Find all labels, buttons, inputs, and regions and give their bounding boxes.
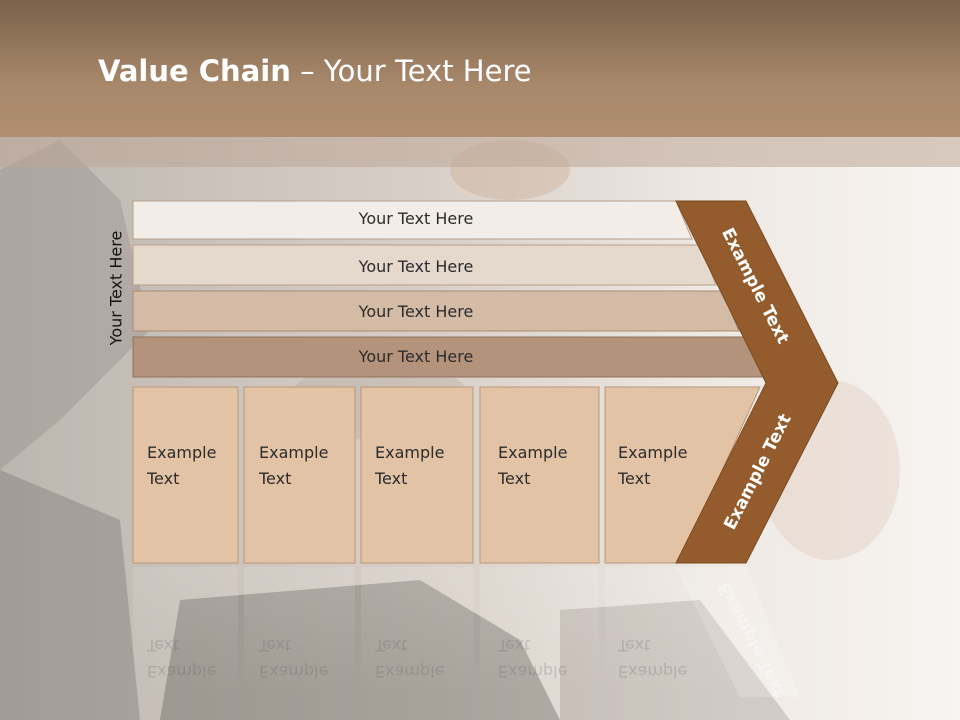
column-box (132, 386, 239, 564)
slide-title: Value Chain – Your Text Here (98, 54, 532, 88)
side-label: Your Text Here (106, 230, 126, 346)
title-rest: – Your Text Here (290, 54, 532, 88)
chevron-arrow (675, 200, 839, 564)
column-box (479, 386, 600, 564)
row-label: Your Text Here (358, 209, 474, 228)
row-label: Your Text Here (358, 302, 474, 321)
title-bar (0, 0, 960, 137)
reflection (133, 567, 800, 697)
column-box (243, 386, 356, 564)
row-label: Your Text Here (358, 257, 474, 276)
title-strip (0, 137, 960, 167)
row-bar (132, 200, 693, 240)
row-bar (132, 290, 740, 332)
row-bar (132, 244, 717, 286)
row-label: Your Text Here (358, 347, 474, 366)
title-bold: Value Chain (98, 54, 291, 88)
column-box (360, 386, 474, 564)
